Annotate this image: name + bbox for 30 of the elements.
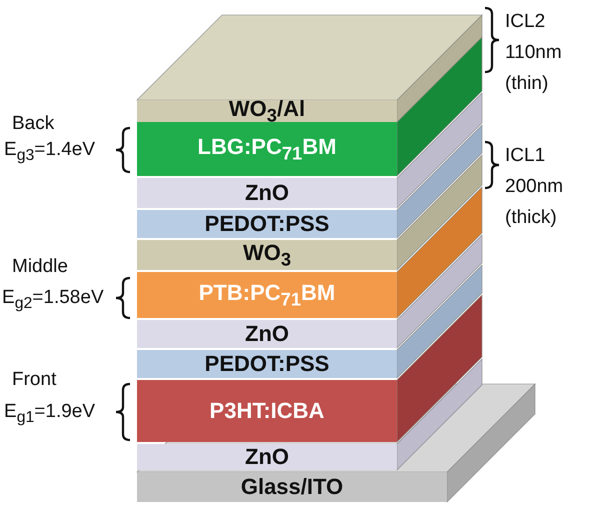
layer-name: WO$_{3}$/Al	[228, 98, 306, 124]
layer-name: P3HT:ICBA	[210, 400, 324, 422]
band-gap-value: E$_{g1}$=1.9eV	[4, 400, 96, 428]
layer-box	[137, 122, 397, 176]
group-name: Back	[12, 112, 54, 136]
group-name: Middle	[12, 255, 68, 279]
interlayer-thickness: ICL2 110nm (thin)	[505, 10, 563, 96]
layer-box	[137, 320, 397, 348]
layer-name: ZnO	[245, 182, 289, 204]
layer-name: WO$_{3}$	[242, 242, 292, 268]
layer-name: PEDOT:PSS	[204, 353, 330, 375]
layer-name: PEDOT:PSS	[204, 213, 330, 235]
band-gap-value: E$_{g3}$=1.4eV	[4, 138, 96, 166]
layer-box	[137, 240, 397, 270]
layer-box	[137, 100, 397, 122]
layer-name: Glass/ITO	[240, 476, 344, 498]
layer-name: LBG:PC$_{71}$BM	[198, 136, 336, 162]
layer-name: PTB:PC$_{71}$BM	[198, 282, 336, 308]
layer-box	[137, 178, 397, 208]
layer-box	[137, 350, 397, 378]
layer-box	[137, 380, 397, 442]
group-name: Front	[12, 368, 56, 392]
layer-box	[137, 444, 397, 470]
layer-box	[137, 272, 397, 318]
layer-name: ZnO	[245, 323, 289, 345]
band-gap-value: E$_{g2}$=1.58eV	[2, 286, 104, 314]
layer-name: ZnO	[245, 446, 289, 468]
layer-box	[137, 472, 447, 502]
layer-box	[137, 210, 397, 238]
interlayer-thickness: ICL1 200nm (thick)	[505, 144, 564, 230]
